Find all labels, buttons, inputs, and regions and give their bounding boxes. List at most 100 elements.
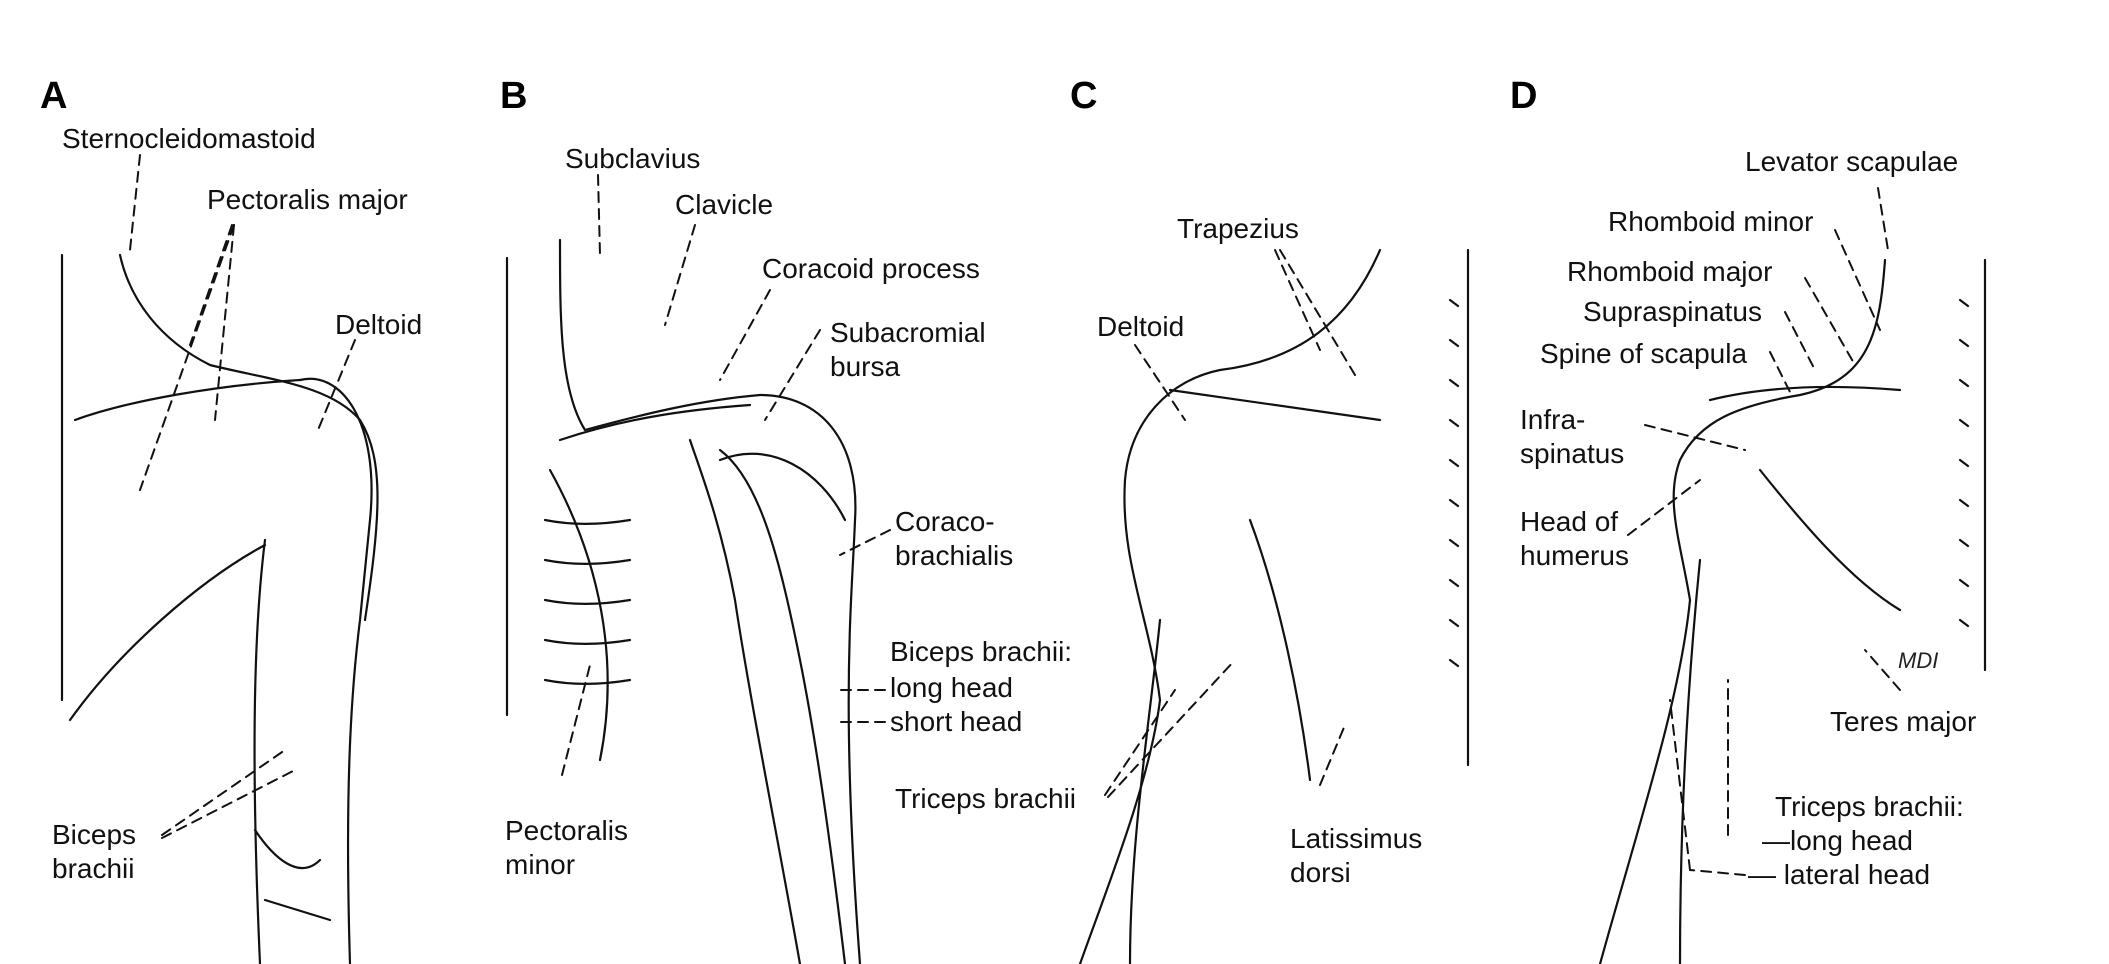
label-b-biceps-title: Biceps brachii: bbox=[890, 636, 1073, 667]
label-levator-scapulae: Levator scapulae bbox=[1745, 146, 1959, 177]
label-subacromial-line2: bursa bbox=[830, 351, 901, 382]
panel-b-shoulder-outline bbox=[558, 238, 862, 964]
leader-a-pectoralis-major-1 bbox=[189, 224, 233, 346]
label-a-pectoralis-major: Pectoralis major bbox=[207, 184, 408, 215]
label-rhomboid-minor: Rhomboid minor bbox=[1608, 206, 1814, 237]
panel-c-spinous-processes bbox=[1448, 298, 1460, 668]
panel-a-deltoid-contour bbox=[298, 377, 373, 964]
leader-b-coracobrachialis bbox=[839, 529, 891, 556]
label-latissimus-line1: Latissimus bbox=[1290, 823, 1423, 854]
label-b-long-head: long head bbox=[890, 671, 1013, 705]
label-b-triceps: Triceps brachii bbox=[895, 783, 1077, 814]
leader-d-spine bbox=[1769, 351, 1791, 393]
panel-b-drawing bbox=[505, 238, 862, 964]
label-latissimus-line2: dorsi bbox=[1290, 857, 1351, 888]
label-b-short-head: short head bbox=[890, 705, 1022, 739]
panel-d-teres-edge bbox=[1758, 468, 1902, 612]
leader-lines bbox=[129, 154, 1901, 876]
leader-b-subacromial bbox=[764, 329, 821, 421]
panel-letter-b: B bbox=[500, 75, 528, 117]
panel-c-trapezius-edge bbox=[1168, 388, 1382, 422]
leader-c-triceps-2 bbox=[1107, 659, 1236, 798]
panel-b-clavicle bbox=[558, 403, 752, 442]
panel-d-spine-of-scapula bbox=[1708, 385, 1902, 402]
panel-d-triceps-edge bbox=[1678, 558, 1702, 964]
label-d-lateral-head-text: lateral head bbox=[1783, 859, 1931, 890]
leader-b-pectoralis-minor bbox=[561, 664, 591, 776]
panel-c-drawing bbox=[1078, 248, 1470, 964]
label-coracoid-process: Coracoid process bbox=[762, 253, 980, 284]
leader-c-triceps-1 bbox=[1104, 689, 1176, 796]
panel-letter-c: C bbox=[1070, 75, 1098, 117]
panel-letter-d: D bbox=[1510, 75, 1538, 117]
label-trapezius: Trapezius bbox=[1177, 213, 1299, 244]
label-rhomboid-major: Rhomboid major bbox=[1567, 256, 1773, 287]
leader-d-infraspinatus bbox=[1644, 424, 1746, 451]
label-infraspinatus-line1: Infra- bbox=[1520, 404, 1586, 435]
panel-c-triceps-edge bbox=[1128, 618, 1162, 964]
panel-c-shoulder-outline bbox=[1078, 248, 1382, 964]
leader-a-deltoid bbox=[317, 339, 356, 431]
label-supraspinatus: Supraspinatus bbox=[1583, 296, 1763, 327]
label-head-of-humerus-line2: humerus bbox=[1520, 540, 1629, 571]
label-pectoralis-minor-line1: Pectoralis bbox=[505, 815, 628, 846]
label-a-biceps-line1: Biceps bbox=[52, 819, 137, 850]
leader-d-rhomboid-major bbox=[1804, 277, 1856, 366]
label-head-of-humerus-line1: Head of bbox=[1520, 506, 1619, 537]
label-c-deltoid: Deltoid bbox=[1097, 311, 1185, 342]
label-d-long-head-text: long head bbox=[1790, 825, 1914, 856]
label-coracobrachialis-line1: Coraco- bbox=[895, 506, 995, 537]
leader-a-biceps-1 bbox=[161, 749, 286, 836]
panel-a-arm-inner bbox=[253, 538, 267, 964]
leader-d-levator bbox=[1877, 187, 1889, 251]
panel-letter-a: A bbox=[40, 75, 68, 117]
label-d-lateral-head: — lateral head bbox=[1748, 859, 1931, 890]
label-coracobrachialis-line2: brachialis bbox=[895, 540, 1014, 571]
label-clavicle: Clavicle bbox=[675, 189, 774, 220]
leader-c-deltoid bbox=[1134, 344, 1186, 421]
label-a-biceps-line2: brachii bbox=[52, 853, 135, 884]
label-a-deltoid: Deltoid bbox=[335, 309, 423, 340]
label-spine-of-scapula: Spine of scapula bbox=[1540, 338, 1748, 369]
panel-b-biceps-short bbox=[718, 448, 847, 964]
panel-a-neck-outline bbox=[118, 253, 379, 622]
panel-d-shoulder-outline bbox=[1598, 258, 1887, 964]
leader-d-teres bbox=[1864, 649, 1901, 691]
leader-d-head-humerus bbox=[1627, 479, 1701, 536]
leader-c-trapezius-2 bbox=[1279, 249, 1356, 376]
panel-c-latissimus-edge bbox=[1248, 518, 1312, 782]
panel-a-clavicle-line bbox=[73, 378, 302, 422]
label-subclavius: Subclavius bbox=[565, 143, 701, 174]
label-d-long-head: —long head bbox=[1762, 825, 1914, 856]
label-teres-major: Teres major bbox=[1830, 706, 1977, 737]
label-pectoralis-minor-line2: minor bbox=[505, 849, 576, 880]
leader-d-rhomboid-minor bbox=[1834, 229, 1881, 331]
leader-a-pectoralis-major-3 bbox=[139, 224, 235, 491]
artist-signature: MDI bbox=[1898, 648, 1939, 673]
leader-c-trapezius-1 bbox=[1274, 249, 1321, 351]
leader-a-sternocleidomastoid bbox=[129, 154, 141, 251]
panel-b-ribs bbox=[543, 518, 632, 685]
panel-b-biceps-long bbox=[688, 438, 802, 964]
panel-b-pect-minor bbox=[548, 468, 609, 762]
panel-d-spinous-processes bbox=[1958, 298, 1970, 628]
panel-d-drawing bbox=[1598, 258, 1987, 964]
panel-a-drawing bbox=[60, 253, 379, 964]
panel-a-elbow-detail bbox=[253, 828, 332, 922]
panel-b-bursa bbox=[718, 452, 847, 522]
leader-b-subclavius bbox=[597, 174, 601, 256]
label-subacromial-line1: Subacromial bbox=[830, 317, 986, 348]
leader-d-lateral-head-1 bbox=[1689, 869, 1746, 876]
panel-a-pectoral-edge bbox=[68, 543, 267, 722]
leader-d-lateral-head-2 bbox=[1669, 699, 1691, 871]
leader-b-coracoid bbox=[719, 289, 771, 381]
leader-a-pectoralis-major-2 bbox=[214, 224, 235, 421]
leader-c-latissimus bbox=[1319, 724, 1346, 786]
label-b-short-head-text: short head bbox=[890, 706, 1023, 737]
leader-d-supraspinatus bbox=[1784, 311, 1816, 371]
label-sternocleidomastoid: Sternocleidomastoid bbox=[62, 123, 316, 154]
label-infraspinatus-line2: spinatus bbox=[1520, 438, 1625, 469]
leader-a-biceps-2 bbox=[161, 769, 296, 839]
